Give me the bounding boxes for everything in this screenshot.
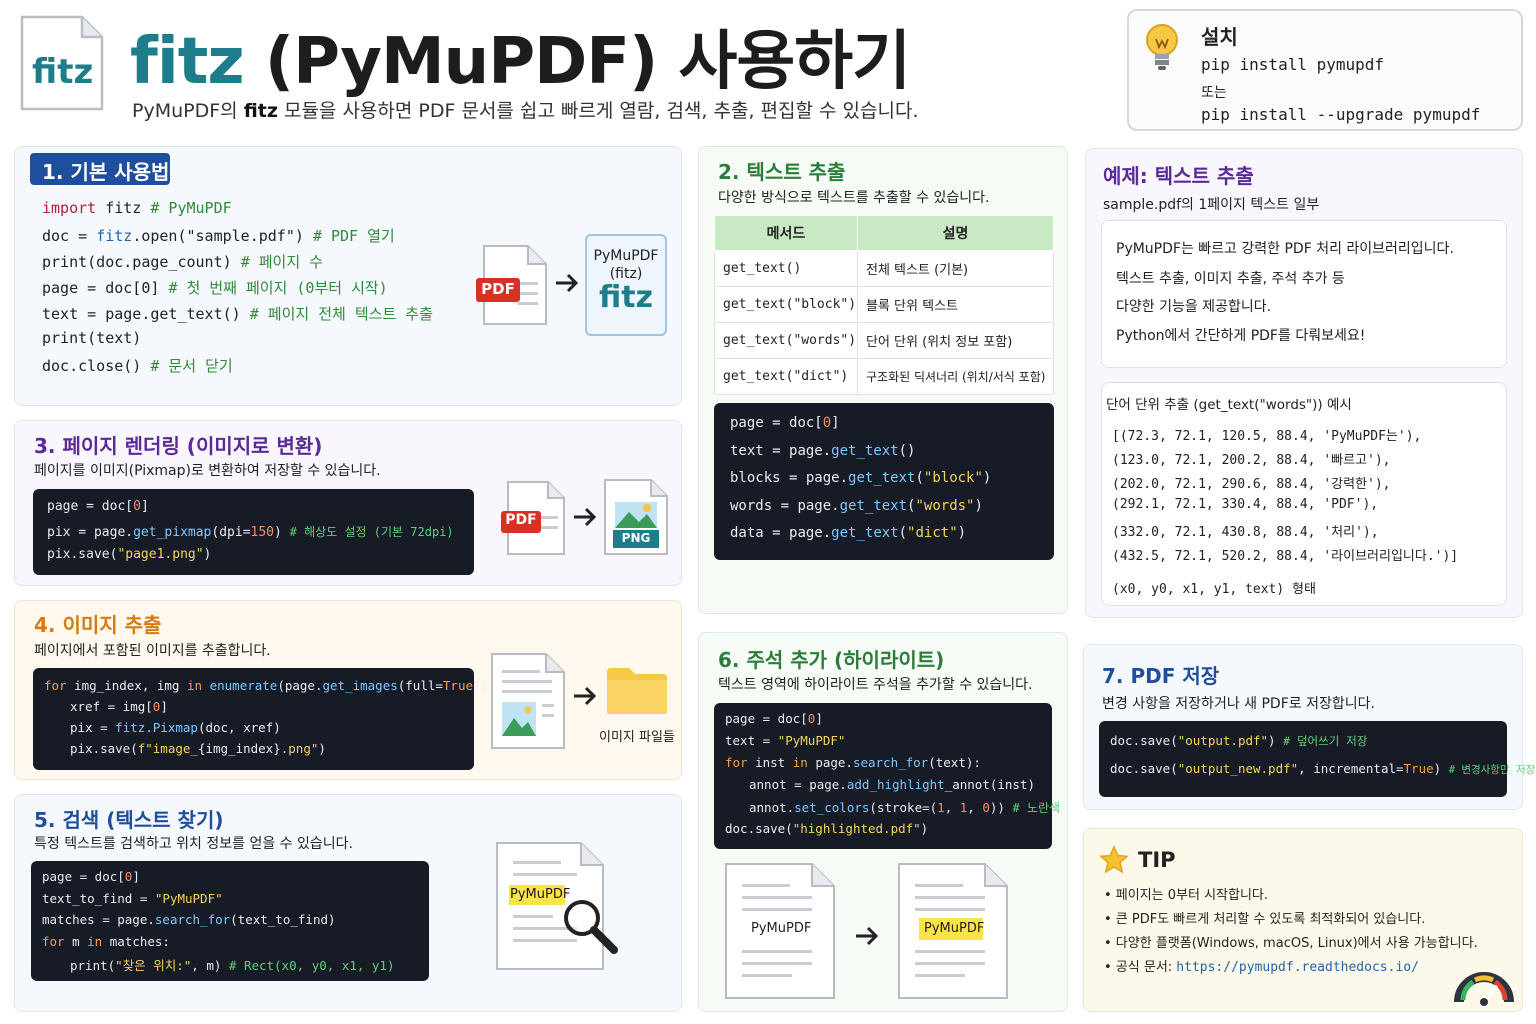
install-command: pip install pymupdf	[1201, 55, 1385, 74]
arrow-right-icon	[856, 926, 879, 946]
magnifier-icon	[564, 900, 618, 954]
example-title: 예제: 텍스트 추출	[1103, 164, 1254, 188]
table-header-row: 메서드 설명	[714, 215, 1054, 251]
folder-icon	[607, 668, 667, 714]
table-row: get_text("block")블록 단위 텍스트	[714, 286, 1054, 323]
words-format-note: (x0, y0, x1, y1, text) 형태	[1112, 582, 1316, 597]
tip-item: • 공식 문서: https://pymupdf.readthedocs.io/	[1104, 960, 1419, 975]
install-title: 설치	[1201, 25, 1238, 49]
lightbulb-icon	[1146, 24, 1178, 70]
table-cell: 전체 텍스트 (기본)	[857, 250, 1054, 287]
sample-line: 다양한 기능을 제공합니다.	[1116, 299, 1272, 315]
after-highlight-text: PyMuPDF	[924, 921, 985, 936]
sample-line: Python에서 간단하게 PDF를 다뤄보세요!	[1116, 328, 1366, 344]
tip-item: • 다양한 플랫폼(Windows, macOS, Linux)에서 사용 가능…	[1104, 936, 1478, 951]
table-cell: get_text("block")	[714, 286, 858, 323]
arrow-right-icon	[574, 686, 597, 706]
text-extract-code: page = doc[0] text = page.get_text() blo…	[714, 403, 1054, 560]
png-image-icon	[604, 479, 668, 555]
example-desc: sample.pdf의 1페이지 텍스트 일부	[1103, 197, 1320, 213]
arrow-right-icon	[574, 507, 597, 527]
tip-list: • 페이지는 0부터 시작합니다. • 큰 PDF도 빠르게 처리할 수 있도록…	[1104, 884, 1478, 980]
tip-item: • 페이지는 0부터 시작합니다.	[1104, 888, 1269, 903]
pymupdf-box-sub: (fitz)	[609, 266, 643, 282]
table-row: get_text("words")단어 단위 (위치 정보 포함)	[714, 322, 1054, 359]
arrow-right-icon	[556, 273, 579, 293]
table-row: get_text("dict")구조화된 딕셔너리 (위치/서식 포함)	[714, 358, 1054, 395]
table-cell: get_text()	[714, 250, 858, 287]
table-row: get_text()전체 텍스트 (기본)	[714, 250, 1054, 287]
table-cell: 단어 단위 (위치 정보 포함)	[857, 322, 1054, 359]
pdf-badge: PDF	[476, 278, 520, 302]
sample-line: 텍스트 추출, 이미지 추출, 주석 추가 등	[1116, 271, 1345, 287]
install-or: 또는	[1201, 85, 1227, 101]
section6-title: 6. 주석 추가 (하이라이트)	[718, 648, 945, 672]
before-highlight-text: PyMuPDF	[751, 921, 812, 936]
section6-desc: 텍스트 영역에 하이라이트 주석을 추가할 수 있습니다.	[718, 677, 1033, 693]
upgrade-command: pip install --upgrade pymupdf	[1201, 105, 1481, 124]
words-example-box: 단어 단위 추출 (get_text("words")) 예시 [(72.3, …	[1101, 382, 1507, 606]
methods-table: 메서드 설명 get_text()전체 텍스트 (기본) get_text("b…	[714, 215, 1054, 395]
after-document-icon	[898, 863, 1008, 999]
before-document-icon	[725, 863, 835, 999]
tip-title: TIP	[1138, 848, 1176, 872]
table-header-description: 설명	[857, 215, 1054, 251]
section1-title: 1. 기본 사용법	[30, 153, 170, 185]
render-code: page = doc[0] pix = page.get_pixmap(dpi=…	[33, 489, 474, 575]
section5-desc: 특정 텍스트를 검색하고 위치 정보를 얻을 수 있습니다.	[34, 836, 353, 852]
save-code: doc.save("output.pdf") # 덮어쓰기 저장 doc.sav…	[1099, 721, 1535, 797]
image-extract-code: for img_index, img in enumerate(page.get…	[33, 668, 496, 770]
sample-text-box: PyMuPDF는 빠르고 강력한 PDF 처리 라이브러리입니다. 텍스트 추출…	[1101, 220, 1507, 368]
fitz-logo-icon	[20, 15, 104, 111]
section5-title: 5. 검색 (텍스트 찾기)	[34, 808, 224, 832]
section3-title: 3. 페이지 렌더링 (이미지로 변환)	[34, 434, 323, 458]
pymupdf-box-logo: fitz	[598, 280, 654, 315]
basic-usage-code: import fitz # PyMuPDF doc = fitz.open("s…	[42, 199, 433, 375]
logo-text: fitz	[32, 52, 94, 92]
section4-desc: 페이지에서 포함된 이미지를 추출합니다.	[34, 643, 271, 659]
page-subtitle: PyMuPDF의 fitz 모듈을 사용하면 PDF 문서를 쉽고 빠르게 열람…	[132, 100, 919, 122]
search-highlight-text: PyMuPDF	[510, 887, 571, 902]
section2-title: 2. 텍스트 추출	[718, 160, 846, 184]
search-document-icon	[496, 842, 604, 970]
words-example-output: [(72.3, 72.1, 120.5, 88.4, 'PyMuPDF는'), …	[1112, 429, 1459, 564]
words-example-title: 단어 단위 추출 (get_text("words")) 예시	[1106, 397, 1352, 413]
pymupdf-box-label: PyMuPDF	[593, 248, 659, 264]
sample-line: PyMuPDF는 빠르고 강력한 PDF 처리 라이브러리입니다.	[1116, 241, 1454, 257]
table-header-method: 메서드	[714, 215, 858, 251]
tip-item: • 큰 PDF도 빠르게 처리할 수 있도록 최적화되어 있습니다.	[1104, 912, 1426, 927]
section2-desc: 다양한 방식으로 텍스트를 추출할 수 있습니다.	[718, 190, 990, 206]
table-cell: get_text("dict")	[714, 358, 858, 395]
png-label: PNG	[621, 531, 651, 545]
search-code: page = doc[0] text_to_find = "PyMuPDF" m…	[31, 861, 429, 981]
docs-link[interactable]: https://pymupdf.readthedocs.io/	[1176, 960, 1419, 975]
install-panel: 설치 pip install pymupdf 또는 pip install --…	[1127, 9, 1523, 131]
table-cell: 블록 단위 텍스트	[857, 286, 1054, 323]
image-files-caption: 이미지 파일들	[599, 730, 675, 745]
pdf-badge-render: PDF	[501, 511, 541, 533]
section4-title: 4. 이미지 추출	[34, 613, 162, 637]
document-image-icon	[491, 653, 565, 749]
section7-title: 7. PDF 저장	[1102, 664, 1220, 688]
annotation-code: page = doc[0] text = "PyMuPDF" for inst …	[714, 703, 1060, 849]
section7-desc: 변경 사항을 저장하거나 새 PDF로 저장합니다.	[1102, 696, 1375, 712]
tip-panel	[1083, 828, 1523, 1012]
table-cell: get_text("words")	[714, 322, 858, 359]
table-cell: 구조화된 딕셔너리 (위치/서식 포함)	[857, 358, 1054, 395]
section3-desc: 페이지를 이미지(Pixmap)로 변환하여 저장할 수 있습니다.	[34, 463, 381, 479]
page-title: fitz (PyMuPDF) 사용하기	[130, 25, 911, 99]
pymupdf-box: PyMuPDF (fitz) fitz	[585, 234, 667, 336]
speedometer-icon	[1454, 972, 1514, 1006]
star-icon	[1099, 845, 1129, 874]
